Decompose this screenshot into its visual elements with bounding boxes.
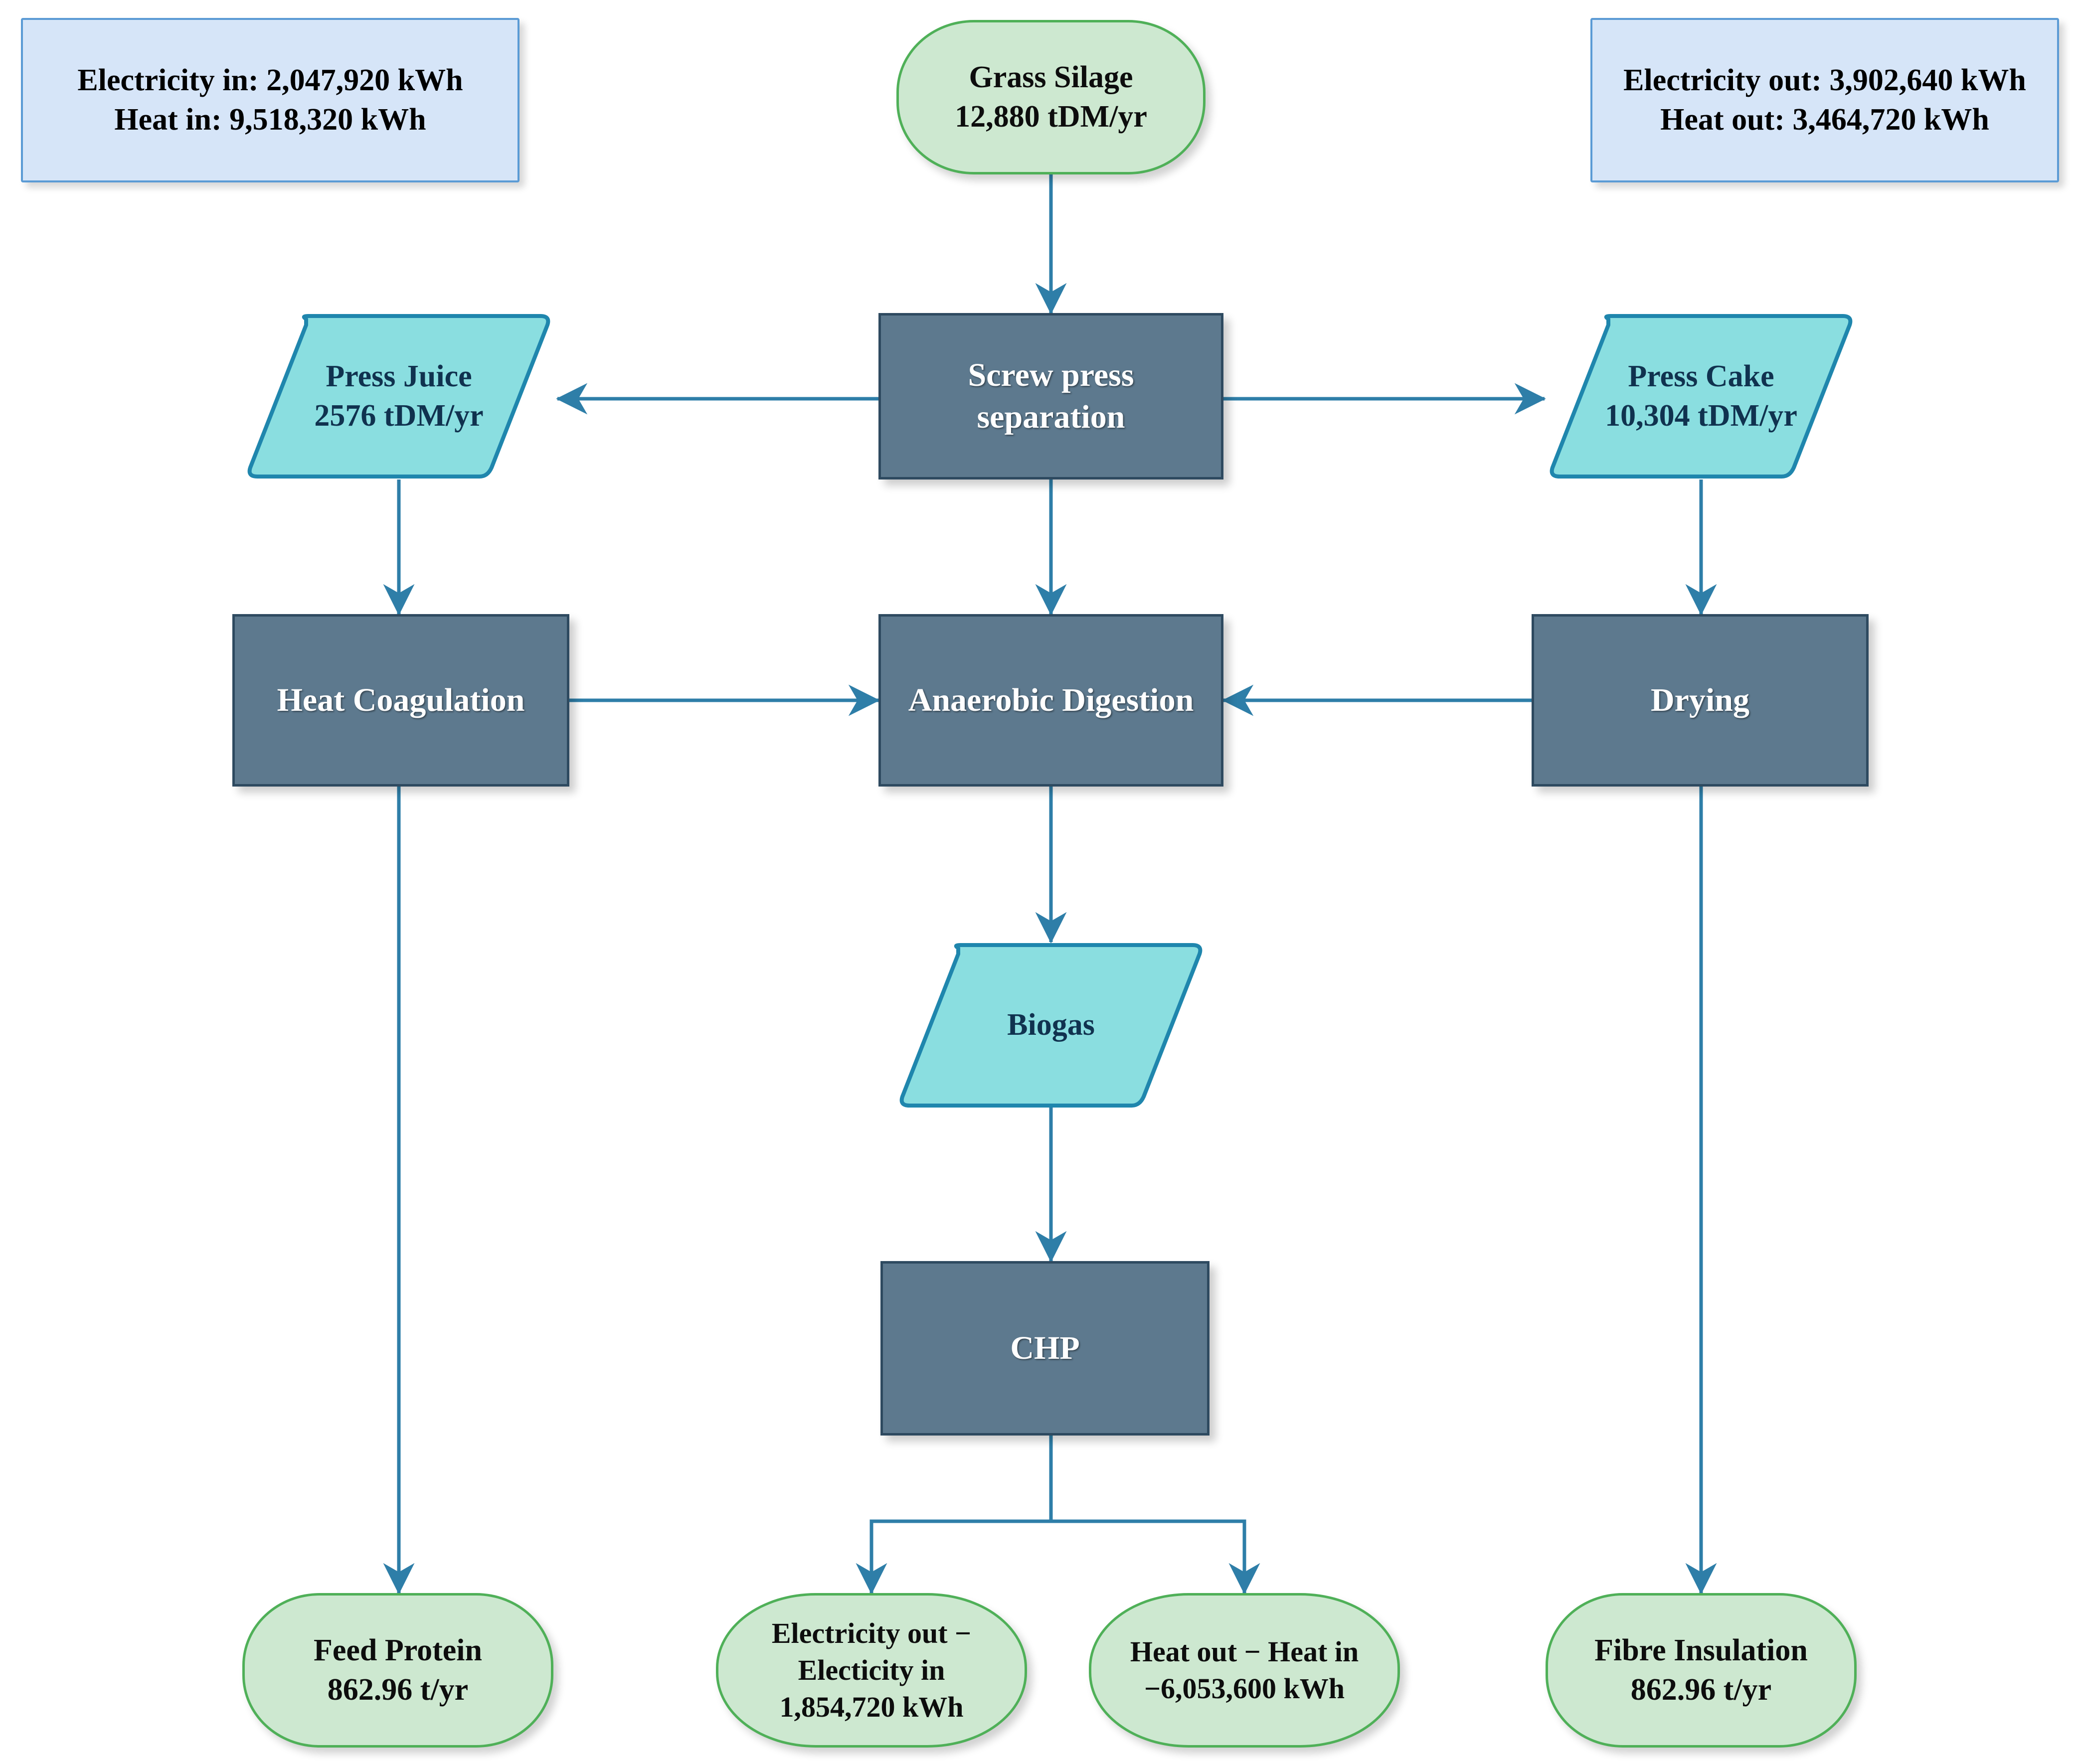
- press-juice-parallelogram: [247, 314, 550, 479]
- node-feed-protein-label: Feed Protein 862.96 t/yr: [313, 1633, 483, 1707]
- edge-chp-to-heat-balance: [1049, 1436, 1260, 1595]
- node-heat-coagulation: Heat Coagulation: [232, 614, 569, 787]
- energy-output-summary-box: Electricity out: 3,902,640 kWh Heat out:…: [1590, 18, 2059, 182]
- node-heat-coagulation-label: Heat Coagulation: [277, 681, 525, 718]
- node-feed-protein: Feed Protein 862.96 t/yr: [242, 1593, 553, 1748]
- edge-chp-to-electricity-balance: [856, 1436, 1053, 1595]
- node-biogas: Biogas: [894, 942, 1208, 1109]
- node-heat-balance-label: Heat out − Heat in −6,053,600 kWh: [1130, 1635, 1359, 1705]
- node-anaerobic-digestion-label: Anaerobic Digestion: [908, 681, 1194, 718]
- press-cake-parallelogram: [1550, 314, 1853, 479]
- energy-input-summary-text: Electricity in: 2,047,920 kWh Heat in: 9…: [77, 63, 463, 137]
- node-biogas-label: Biogas: [1007, 1008, 1095, 1042]
- node-fibre-insulation: Fibre Insulation 862.96 t/yr: [1546, 1593, 1857, 1748]
- node-screw-press-separation-label: Screw press separation: [968, 356, 1134, 435]
- node-heat-balance: Heat out − Heat in −6,053,600 kWh: [1089, 1593, 1400, 1748]
- node-fibre-insulation-label: Fibre Insulation 862.96 t/yr: [1594, 1633, 1808, 1707]
- energy-input-summary-box: Electricity in: 2,047,920 kWh Heat in: 9…: [21, 18, 520, 182]
- node-electricity-balance-label: Electricity out − Electicity in 1,854,72…: [771, 1616, 972, 1724]
- node-chp-label: CHP: [1010, 1329, 1080, 1366]
- node-chp: CHP: [880, 1261, 1210, 1436]
- energy-output-summary-text: Electricity out: 3,902,640 kWh Heat out:…: [1623, 63, 2026, 137]
- node-anaerobic-digestion: Anaerobic Digestion: [878, 614, 1223, 787]
- node-press-cake-label: Press Cake 10,304 tDM/yr: [1605, 359, 1797, 433]
- node-drying-label: Drying: [1651, 681, 1749, 718]
- node-screw-press-separation: Screw press separation: [878, 313, 1223, 480]
- node-drying: Drying: [1532, 614, 1869, 787]
- node-press-cake: Press Cake 10,304 tDM/yr: [1545, 313, 1858, 480]
- node-grass-silage: Grass Silage 12,880 tDM/yr: [896, 20, 1206, 174]
- node-electricity-balance: Electricity out − Electicity in 1,854,72…: [716, 1593, 1027, 1748]
- node-grass-silage-label: Grass Silage 12,880 tDM/yr: [955, 60, 1147, 134]
- node-press-juice-label: Press Juice 2576 tDM/yr: [314, 359, 484, 433]
- biogas-parallelogram: [899, 943, 1203, 1108]
- node-press-juice: Press Juice 2576 tDM/yr: [242, 313, 555, 480]
